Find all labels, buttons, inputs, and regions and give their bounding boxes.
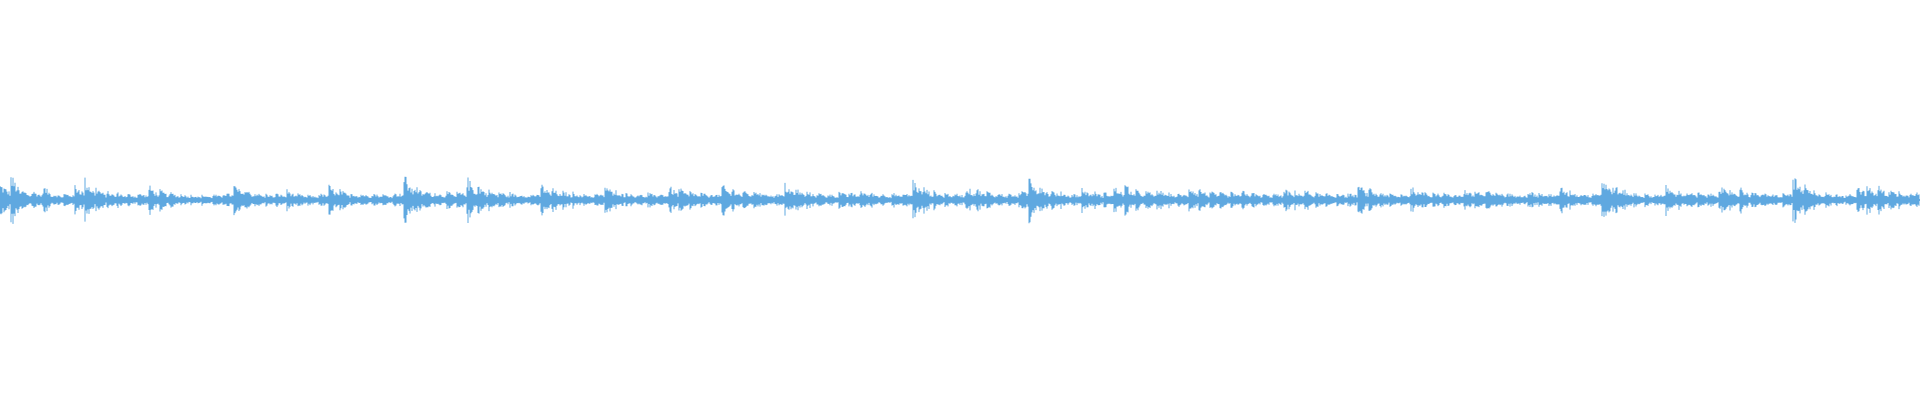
waveform-bars bbox=[0, 176, 1920, 224]
